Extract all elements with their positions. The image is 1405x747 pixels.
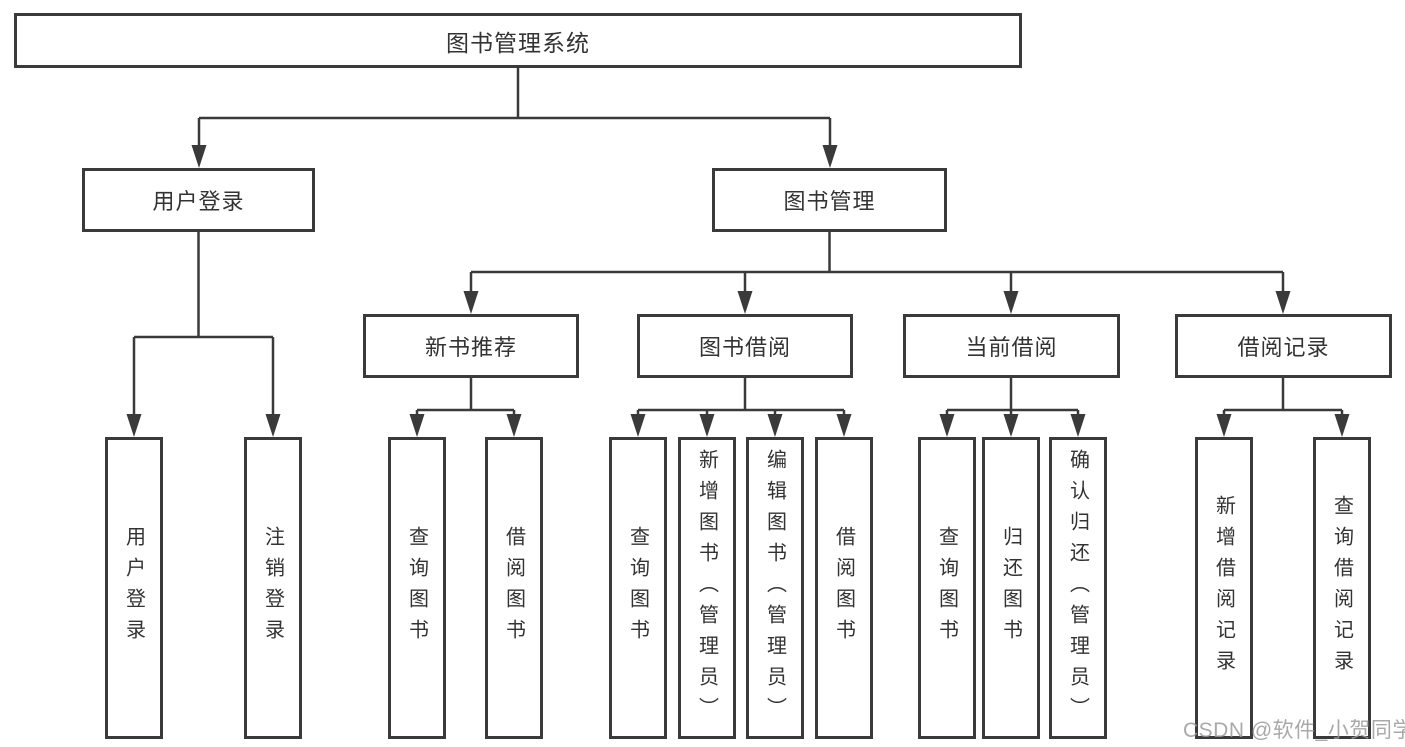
node-label: 当前借阅 xyxy=(965,335,1058,360)
leaf-label: 确认归还（管理员） xyxy=(1066,448,1089,728)
leaf-label: 借阅图书 xyxy=(502,526,525,650)
node-book-borrowing: 图书借阅 xyxy=(637,314,853,378)
node-label: 图书管理系统 xyxy=(446,29,590,56)
node-label: 借阅记录 xyxy=(1237,335,1330,360)
node-label: 图书管理 xyxy=(783,189,876,214)
node-new-book-recommend: 新书推荐 xyxy=(363,314,579,378)
leaf-borrow-books: 借阅图书 xyxy=(815,437,873,739)
leaf-edit-book-admin: 编辑图书（管理员） xyxy=(746,437,804,739)
leaf-add-borrow-record: 新增借阅记录 xyxy=(1195,437,1253,739)
leaf-query-books-current: 查询图书 xyxy=(918,437,976,739)
leaf-return-books: 归还图书 xyxy=(982,437,1040,739)
leaf-logout: 注销登录 xyxy=(244,437,302,739)
node-library-management-system: 图书管理系统 xyxy=(14,13,1022,68)
leaf-label: 编辑图书（管理员） xyxy=(763,448,786,728)
leaf-label: 新增图书（管理员） xyxy=(695,448,718,728)
node-label: 用户登录 xyxy=(152,189,245,214)
leaf-query-books-recommend: 查询图书 xyxy=(388,437,446,739)
leaf-query-borrow-record: 查询借阅记录 xyxy=(1313,437,1371,739)
node-label: 新书推荐 xyxy=(424,335,517,360)
leaf-user-login: 用户登录 xyxy=(105,437,163,739)
node-user-login: 用户登录 xyxy=(82,168,315,232)
csdn-watermark: CSDN @软件_小贺同学 xyxy=(1183,719,1405,742)
leaf-borrow-books-recommend: 借阅图书 xyxy=(485,437,543,739)
leaf-label: 注销登录 xyxy=(261,526,284,650)
node-label: 图书借阅 xyxy=(698,335,791,360)
leaf-label: 用户登录 xyxy=(122,526,145,650)
leaf-label: 新增借阅记录 xyxy=(1212,495,1235,681)
leaf-label: 查询借阅记录 xyxy=(1330,495,1353,681)
leaf-label: 查询图书 xyxy=(405,526,428,650)
leaf-label: 借阅图书 xyxy=(832,526,855,650)
leaf-label: 查询图书 xyxy=(626,526,649,650)
node-borrowing-records: 借阅记录 xyxy=(1175,314,1392,378)
leaf-confirm-return-admin: 确认归还（管理员） xyxy=(1049,437,1107,739)
leaf-add-book-admin: 新增图书（管理员） xyxy=(678,437,736,739)
node-current-borrowing: 当前借阅 xyxy=(903,314,1120,378)
leaf-query-books-borrowing: 查询图书 xyxy=(609,437,667,739)
node-book-management: 图书管理 xyxy=(712,168,947,232)
leaf-label: 归还图书 xyxy=(999,526,1022,650)
leaf-label: 查询图书 xyxy=(935,526,958,650)
